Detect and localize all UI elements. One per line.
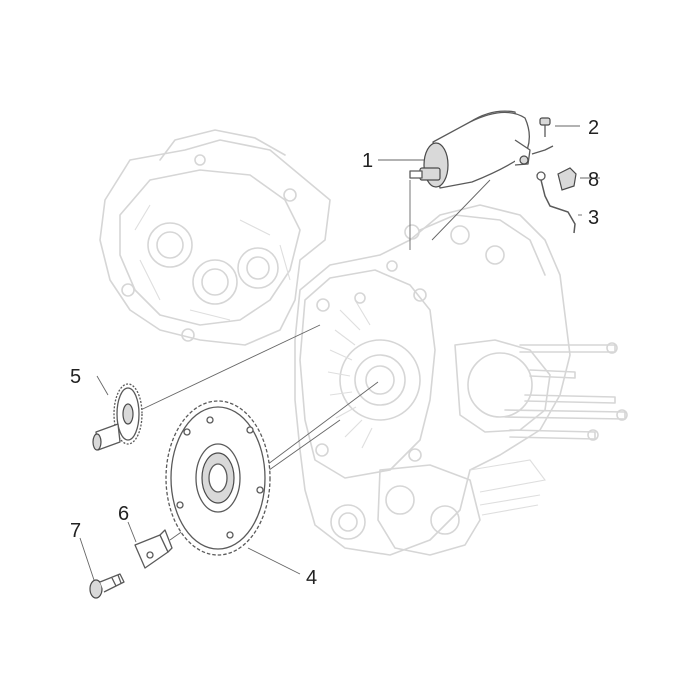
screw-part-2 [539,117,580,137]
connector-part-8 [557,167,600,191]
callout-2: 2 [588,117,599,139]
bolt-part-7 [89,573,125,599]
callout-lines [79,159,424,581]
driven-gear-part-4 [165,400,271,556]
callout-3: 3 [588,207,599,229]
callout-8: 8 [588,169,599,191]
callout-6: 6 [118,503,129,525]
callout-4: 4 [306,567,317,589]
starter-motor [409,110,531,189]
callout-1: 1 [362,150,373,172]
idler-gear-part-5 [92,383,143,451]
retainer-plate-part-6 [134,529,173,569]
callout-5: 5 [70,366,81,388]
callout-7: 7 [70,520,81,542]
callout-labels: 1 2 3 4 5 6 7 8 [70,117,599,589]
engine-casing-outline [99,129,628,556]
cable-part-3 [531,145,582,234]
